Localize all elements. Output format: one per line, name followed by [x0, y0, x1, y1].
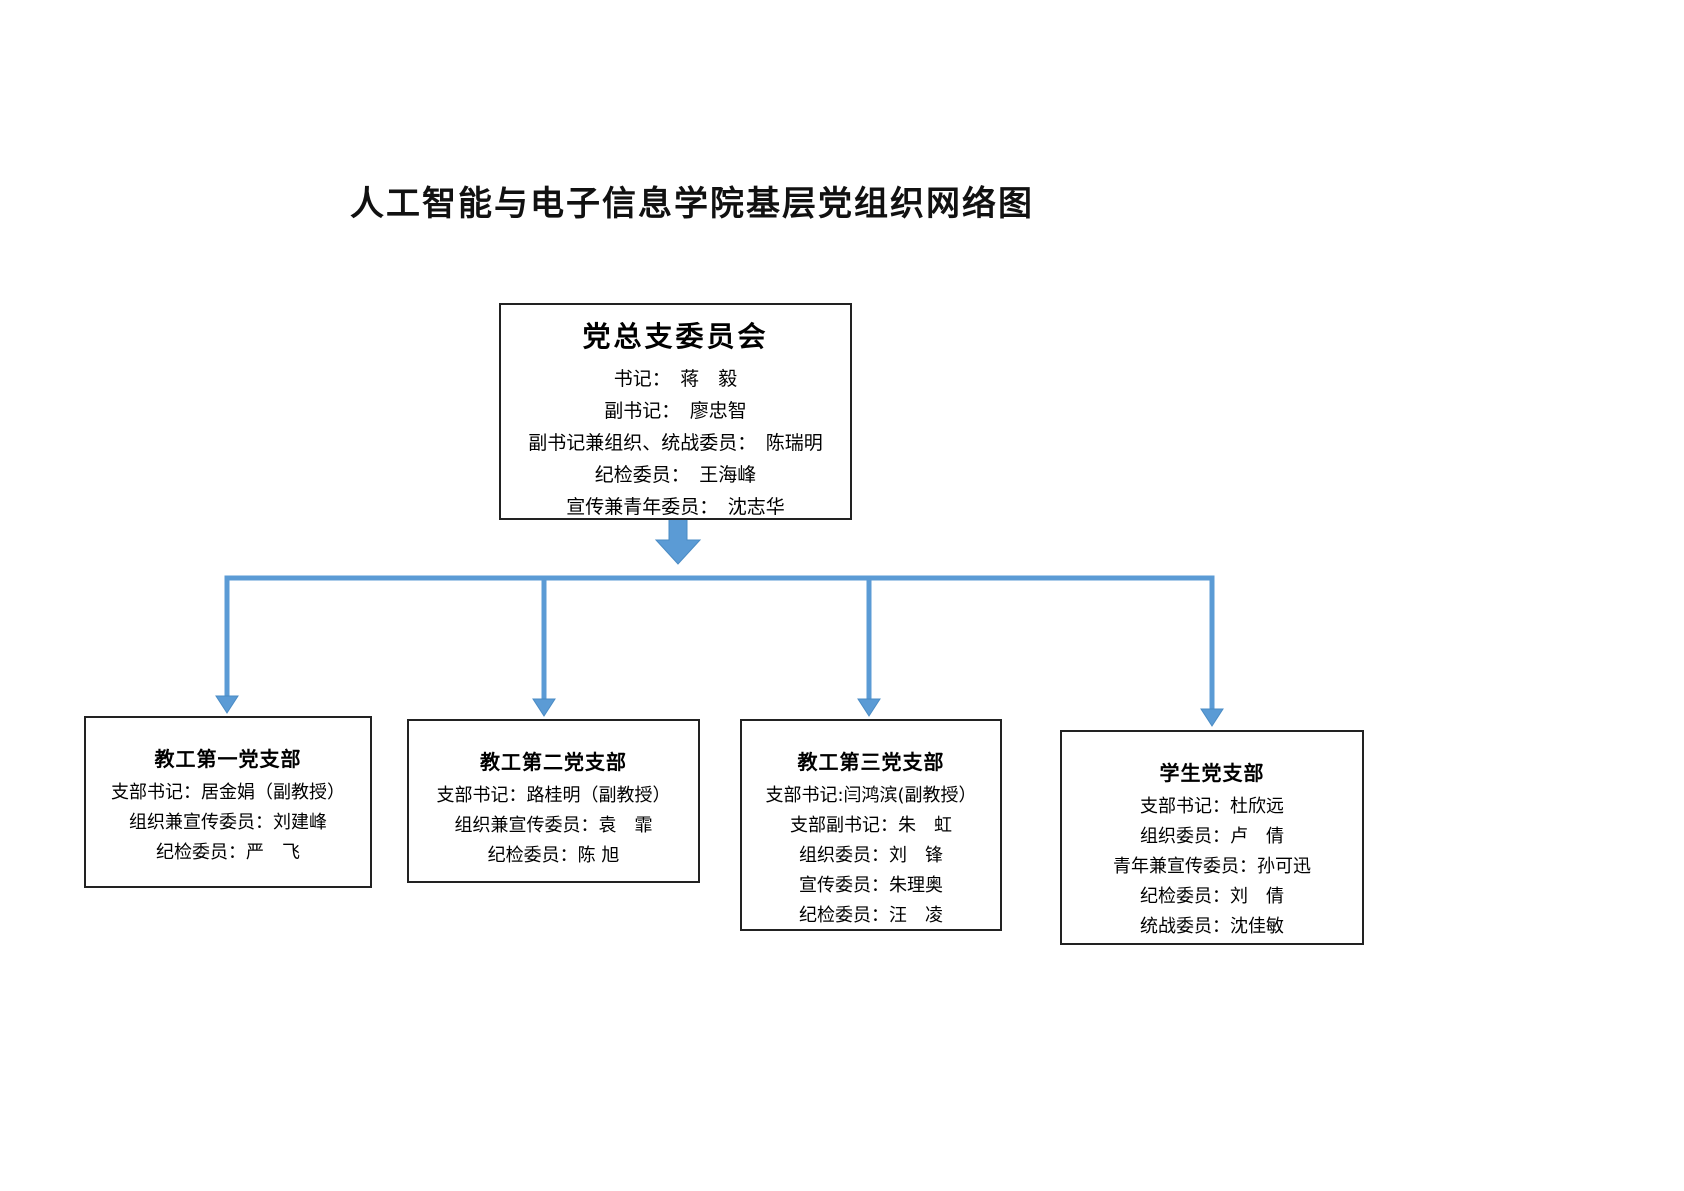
branch-member-line: 纪检委员：陈 旭: [487, 845, 620, 866]
branch-box-title: 教工第二党支部: [480, 750, 627, 774]
root-member-line: 纪检委员： 王海峰: [594, 464, 757, 486]
branch-member-line: 青年兼宣传委员：孙可迅: [1113, 856, 1311, 877]
branch-member-line: 纪检委员：刘 倩: [1140, 886, 1284, 907]
branch-member-line: 组织兼宣传委员：袁 霏: [454, 815, 653, 836]
root-box-party-general-branch-committee: 党总支委员会 书记： 蒋 毅 副书记： 廖忠智 副书记兼组织、统战委员： 陈瑞明…: [499, 303, 852, 520]
page-title: 人工智能与电子信息学院基层党组织网络图: [350, 184, 1034, 224]
arrowhead-down-4-icon: [1200, 708, 1224, 727]
branch-box-faculty-branch-1: 教工第一党支部 支部书记：居金娟（副教授） 组织兼宣传委员：刘建峰 纪检委员：严…: [84, 716, 372, 888]
branch-member-line: 纪检委员：严 飞: [156, 842, 300, 863]
branch-box-faculty-branch-2: 教工第二党支部 支部书记：路桂明（副教授） 组织兼宣传委员：袁 霏 纪检委员：陈…: [407, 719, 700, 883]
branch-member-line: 支部书记：路桂明（副教授）: [436, 785, 671, 806]
branch-member-line: 纪检委员：汪 凌: [799, 905, 943, 926]
branch-member-line: 支部副书记：朱 虹: [790, 815, 952, 836]
branch-box-title: 教工第三党支部: [797, 750, 945, 774]
branch-member-line: 支部书记:闫鸿滨(副教授）: [765, 785, 977, 806]
branch-member-line: 宣传委员：朱理奥: [799, 875, 943, 896]
branch-box-student-branch: 学生党支部 支部书记：杜欣远 组织委员：卢 倩 青年兼宣传委员：孙可迅 纪检委员…: [1060, 730, 1364, 945]
branch-member-line: 支部书记：居金娟（副教授）: [111, 782, 345, 803]
root-member-line: 副书记： 廖忠智: [604, 400, 747, 422]
root-member-line: 副书记兼组织、统战委员： 陈瑞明: [528, 432, 823, 454]
branch-box-title: 学生党支部: [1159, 761, 1265, 785]
arrowhead-down-3-icon: [857, 698, 881, 717]
branch-member-line: 组织委员：刘 锋: [799, 845, 943, 866]
arrowhead-down-2-icon: [532, 698, 556, 717]
branch-member-line: 组织委员：卢 倩: [1140, 826, 1284, 847]
arrowhead-down-1-icon: [215, 695, 239, 714]
root-member-line: 书记： 蒋 毅: [613, 368, 738, 390]
root-box-title: 党总支委员会: [582, 320, 769, 353]
branch-member-line: 组织兼宣传委员：刘建峰: [129, 812, 327, 833]
branch-member-line: 支部书记：杜欣远: [1140, 796, 1284, 817]
root-member-line: 宣传兼青年委员： 沈志华: [566, 496, 785, 518]
branch-box-title: 教工第一党支部: [154, 747, 302, 771]
branch-member-line: 统战委员：沈佳敏: [1140, 916, 1284, 937]
branch-box-faculty-branch-3: 教工第三党支部 支部书记:闫鸿滨(副教授） 支部副书记：朱 虹 组织委员：刘 锋…: [740, 719, 1002, 931]
